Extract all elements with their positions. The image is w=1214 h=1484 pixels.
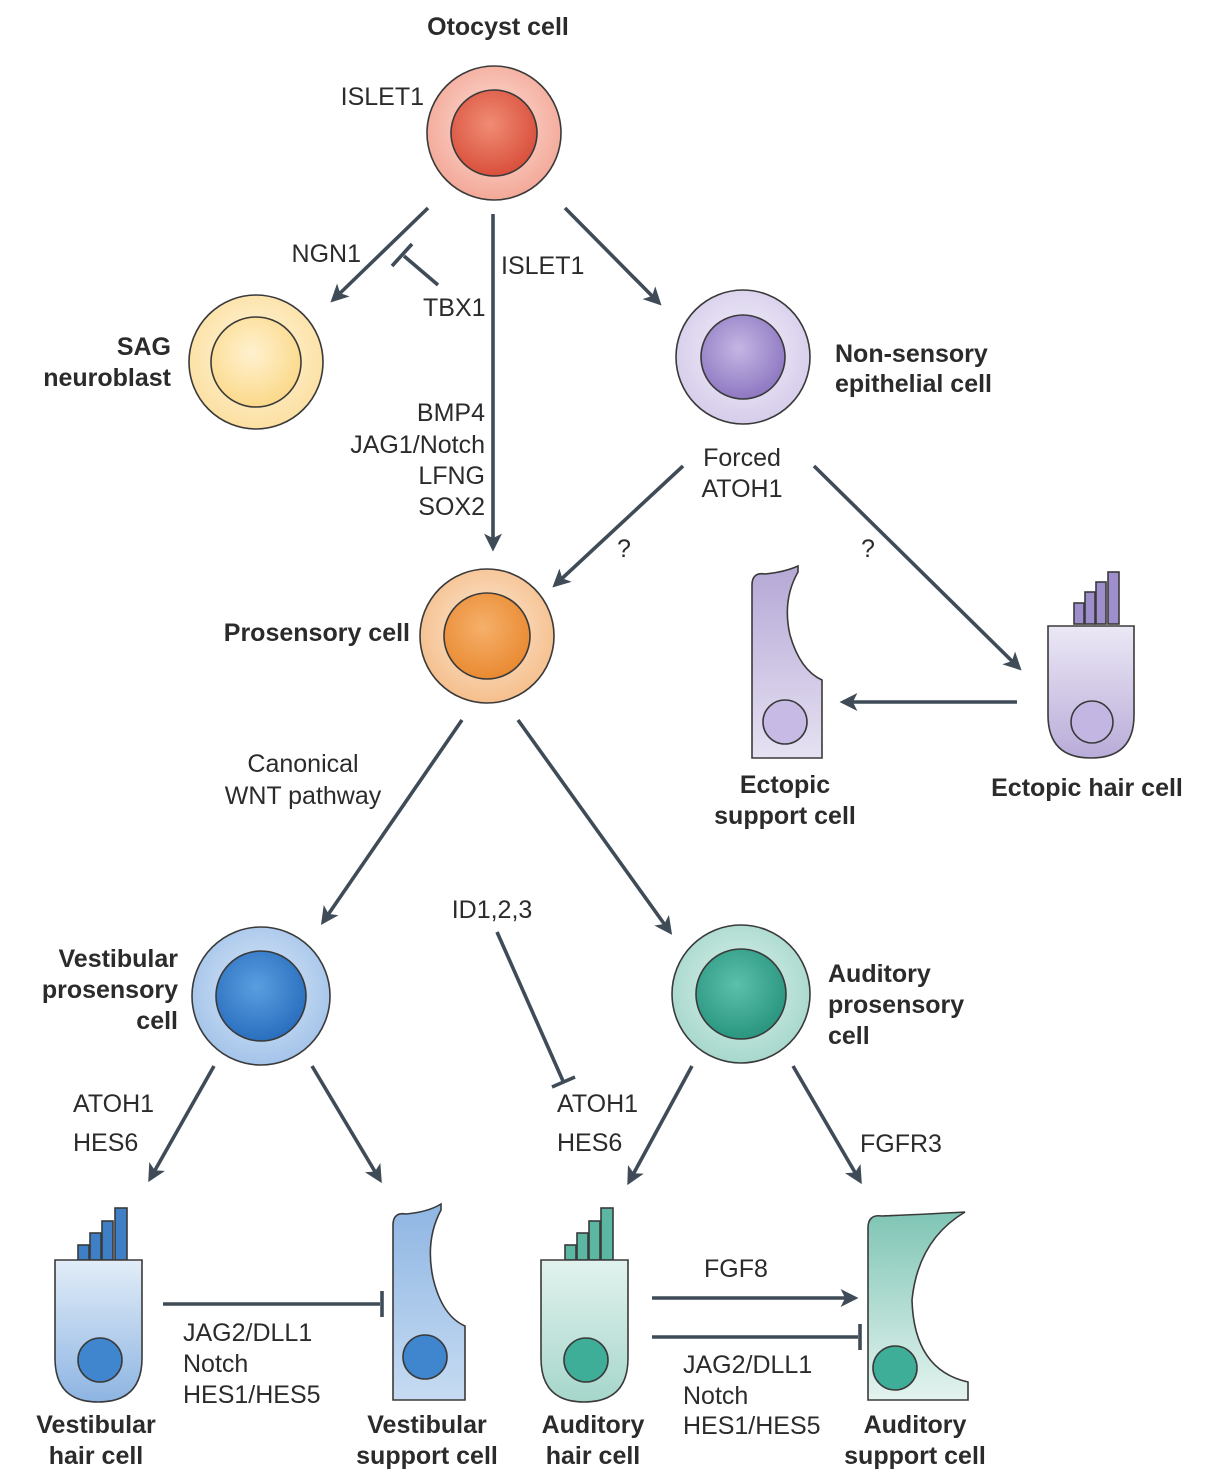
arrow-nonsensory-to-prosensory xyxy=(552,464,685,588)
factor-islet1-top: ISLET1 xyxy=(341,83,424,111)
label-aud-hair-1: Auditory xyxy=(542,1411,645,1439)
label-ectopic-hair: Ectopic hair cell xyxy=(991,774,1183,802)
label-ectopic-support-1: Ectopic xyxy=(740,771,830,799)
otocyst-cell xyxy=(426,65,562,201)
vestibular-prosensory-cell xyxy=(191,926,331,1066)
factor-notch-vest: Notch xyxy=(183,1350,248,1378)
prosensory-cell xyxy=(419,568,555,704)
factor-hes15-vest: HES1/HES5 xyxy=(183,1381,321,1409)
inhibitor-tbx1-shaft xyxy=(402,254,440,287)
vestibular-support-cell xyxy=(392,1202,466,1401)
factor-forced-atoh1: ATOH1 xyxy=(701,475,782,503)
arrow-otocyst-to-nonsensory xyxy=(563,206,662,306)
inhibitor-tbx1-bar xyxy=(390,242,414,268)
factor-bmp4: BMP4 xyxy=(417,399,485,427)
factor-canonical: Canonical xyxy=(247,750,358,778)
factor-hes6-vest: HES6 xyxy=(73,1129,138,1157)
inhibitor-id-bar xyxy=(551,1075,576,1089)
label-aud-prosensory-1: Auditory xyxy=(828,960,931,988)
factor-lfng: LFNG xyxy=(418,462,485,490)
arrow-vestibular-to-hair xyxy=(148,1065,216,1183)
arrow-prosensory-to-vestibular xyxy=(320,718,464,925)
sag-neuroblast-cell xyxy=(188,294,324,430)
label-vest-hair-1: Vestibular xyxy=(36,1411,156,1439)
label-vest-prosensory-3: cell xyxy=(136,1007,178,1035)
arrow-prosensory-to-auditory xyxy=(516,718,673,935)
factor-id123: ID1,2,3 xyxy=(452,896,533,924)
label-vest-prosensory-2: prosensory xyxy=(42,976,178,1004)
label-sag-1: SAG xyxy=(117,333,171,361)
label-nonsensory-1: Non-sensory xyxy=(835,340,988,368)
label-aud-support-2: support cell xyxy=(844,1442,986,1470)
connectors xyxy=(148,206,1022,1350)
factor-fgfr3: FGFR3 xyxy=(860,1130,942,1158)
arrow-auditory-to-support xyxy=(791,1065,862,1185)
factor-tbx1: TBX1 xyxy=(423,294,486,322)
label-nonsensory-2: epithelial cell xyxy=(835,370,992,398)
factor-hes15-aud: HES1/HES5 xyxy=(683,1412,821,1440)
label-vest-support-1: Vestibular xyxy=(367,1411,487,1439)
factor-fgf8: FGF8 xyxy=(704,1255,768,1283)
factor-jag1-notch: JAG1/Notch xyxy=(350,431,485,459)
arrow-nonsensory-to-ectopic-hair xyxy=(812,464,1022,671)
auditory-prosensory-cell xyxy=(671,924,811,1064)
label-ectopic-support-2: support cell xyxy=(714,802,856,830)
factor-ngn1: NGN1 xyxy=(292,240,361,268)
auditory-hair-cell xyxy=(540,1207,629,1403)
label-aud-prosensory-2: prosensory xyxy=(828,991,964,1019)
arrow-vestibular-to-support xyxy=(310,1065,382,1184)
factor-hes6-aud: HES6 xyxy=(557,1129,622,1157)
factor-sox2: SOX2 xyxy=(418,493,485,521)
arrow-auditory-to-hair xyxy=(627,1065,694,1186)
factor-atoh1-aud: ATOH1 xyxy=(557,1090,638,1118)
factor-jag2-dll1-vest: JAG2/DLL1 xyxy=(183,1319,312,1347)
factor-atoh1-vest: ATOH1 xyxy=(73,1090,154,1118)
arrow-otocyst-to-sag xyxy=(330,206,430,303)
ectopic-support-cell xyxy=(751,564,823,759)
factor-question-right: ? xyxy=(861,535,875,563)
ectopic-hair-cell xyxy=(1047,571,1135,759)
factor-notch-aud: Notch xyxy=(683,1382,748,1410)
factor-question-left: ? xyxy=(617,535,631,563)
factor-islet1-arrow: ISLET1 xyxy=(501,252,584,280)
label-sag-2: neuroblast xyxy=(43,364,171,392)
factor-jag2-dll1-aud: JAG2/DLL1 xyxy=(683,1351,812,1379)
label-aud-support-1: Auditory xyxy=(864,1411,967,1439)
label-aud-hair-2: hair cell xyxy=(546,1442,641,1470)
inhibitor-id-shaft xyxy=(495,931,565,1082)
vestibular-hair-cell xyxy=(54,1207,143,1403)
label-aud-prosensory-3: cell xyxy=(828,1022,870,1050)
factor-wnt: WNT pathway xyxy=(225,782,382,810)
label-vest-support-2: support cell xyxy=(356,1442,498,1470)
non-sensory-epithelial-cell xyxy=(675,289,811,425)
auditory-support-cell xyxy=(867,1211,969,1401)
factor-forced: Forced xyxy=(703,444,781,472)
label-prosensory: Prosensory cell xyxy=(224,619,410,647)
label-otocyst: Otocyst cell xyxy=(427,13,569,41)
label-vest-prosensory-1: Vestibular xyxy=(59,945,179,973)
label-vest-hair-2: hair cell xyxy=(49,1442,144,1470)
